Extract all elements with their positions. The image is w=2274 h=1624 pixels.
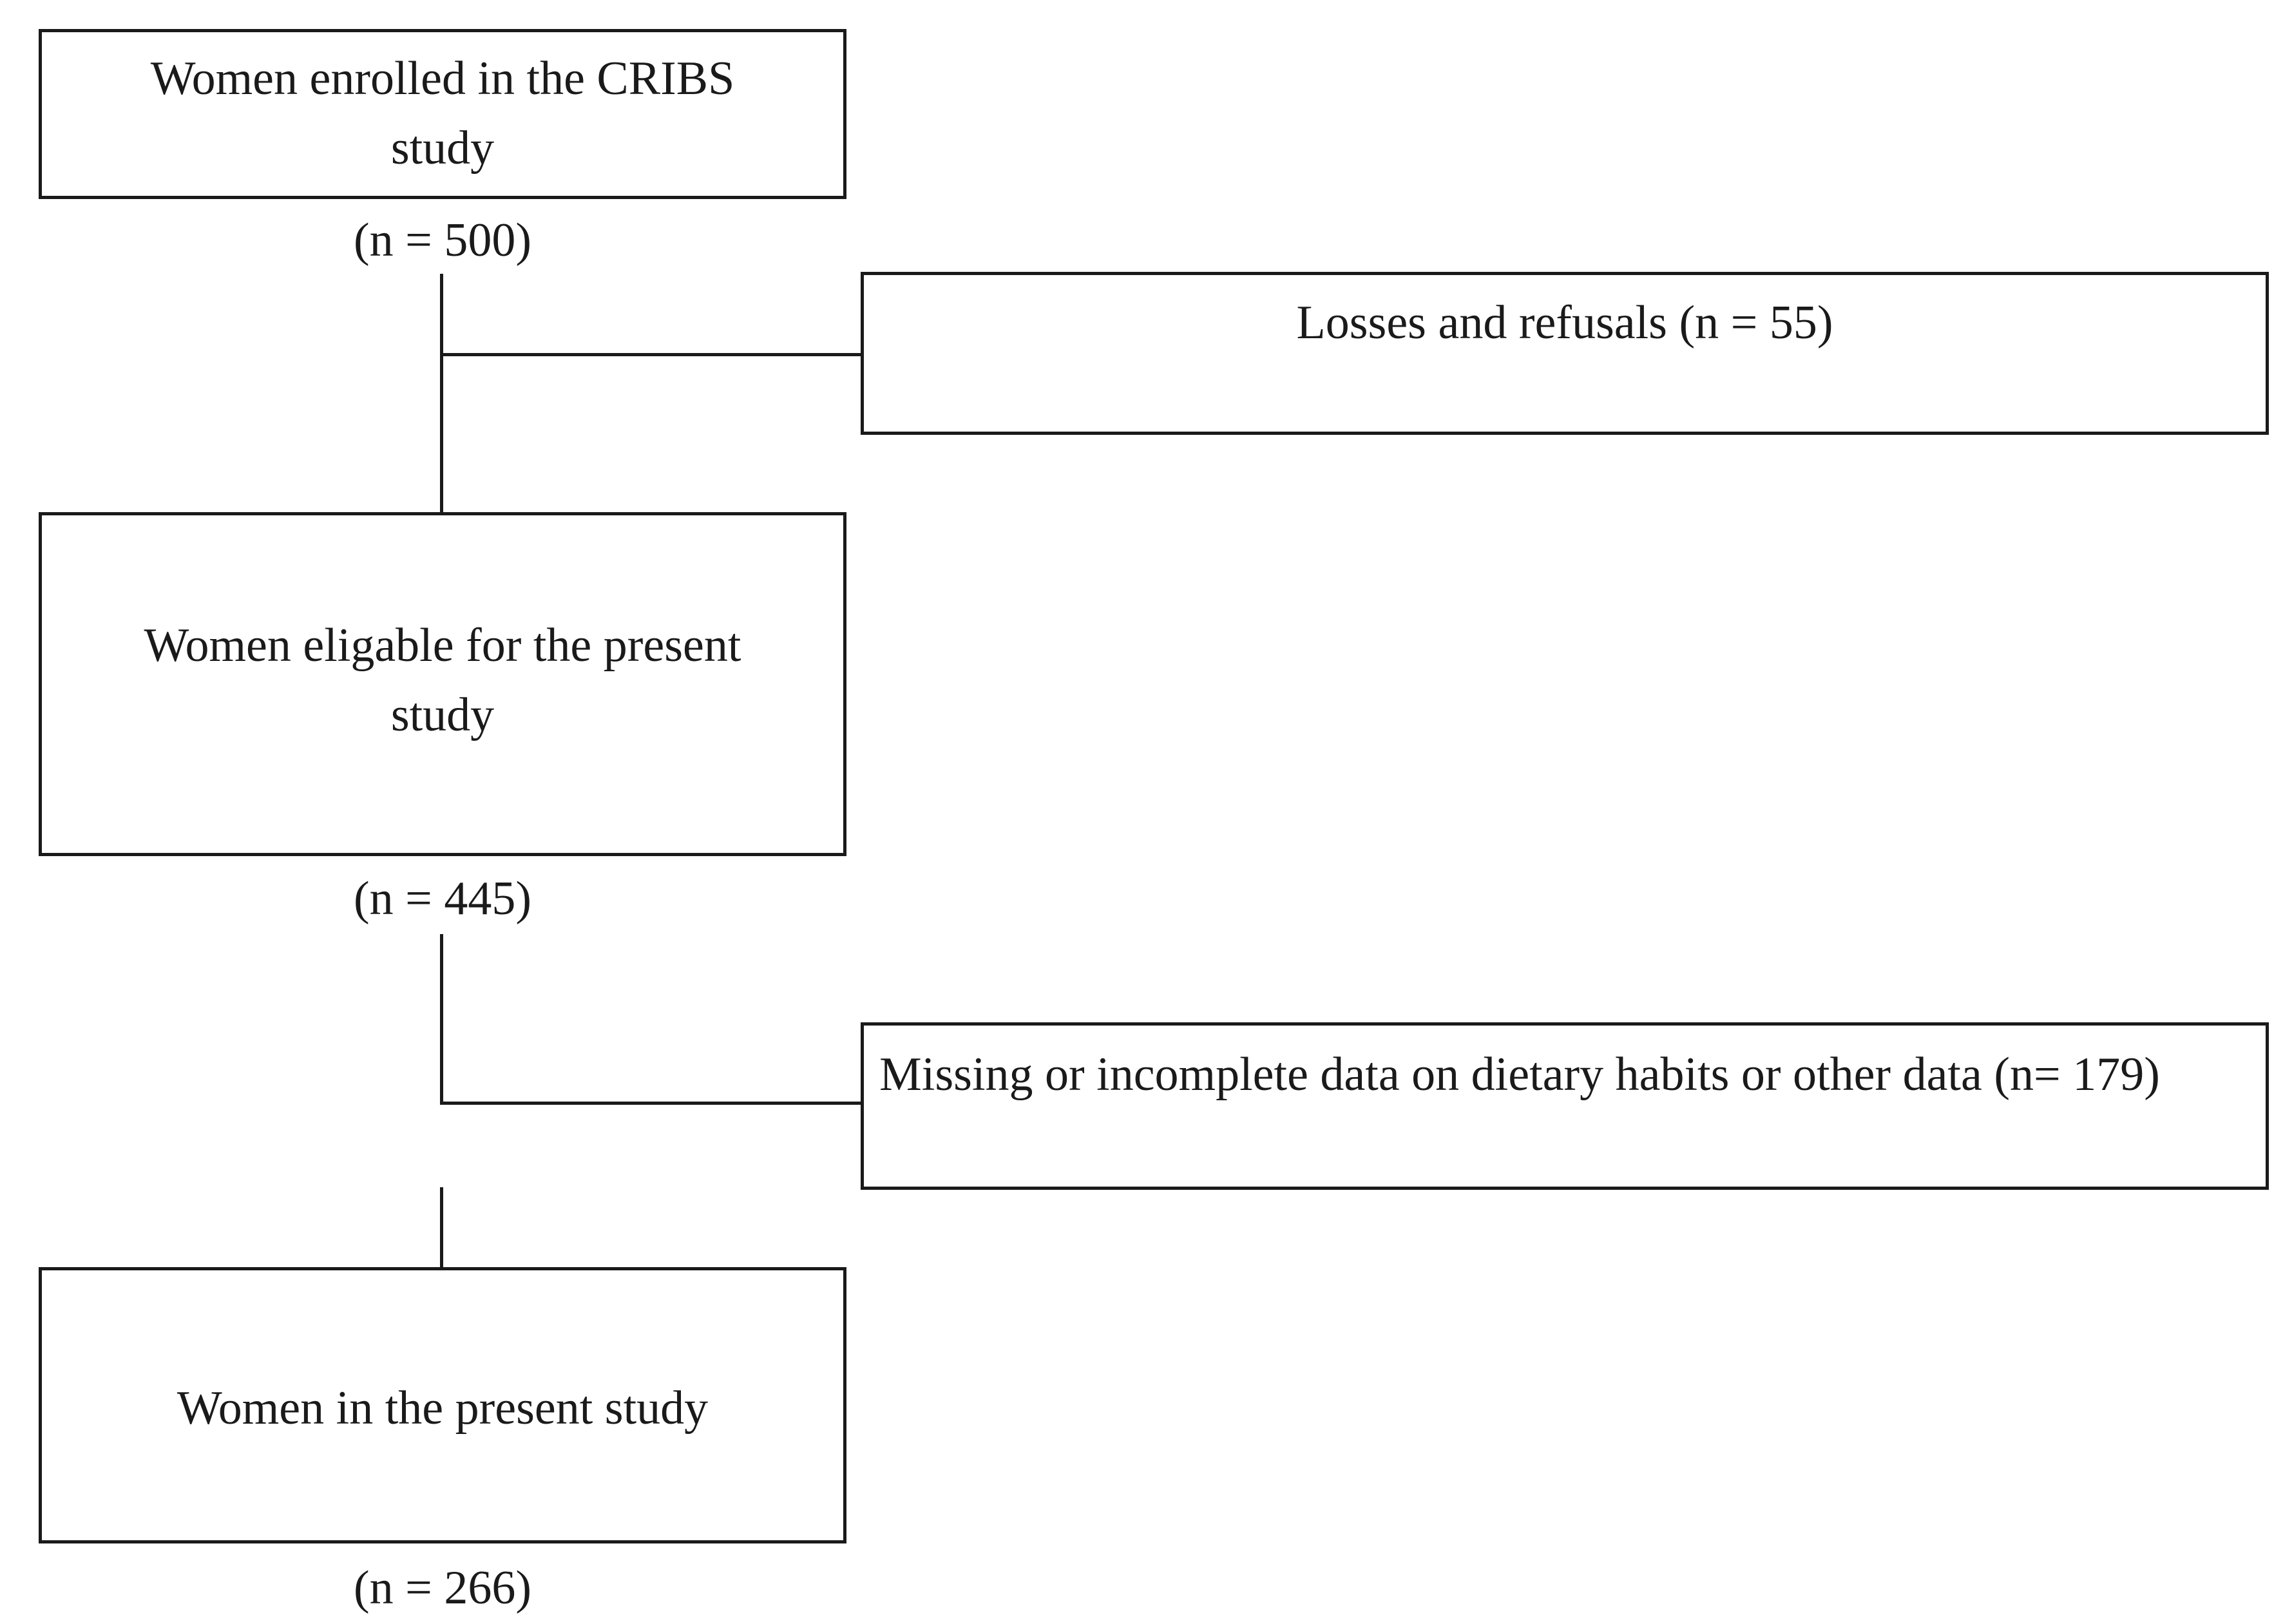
node-losses-label: Losses and refusals (n = 55) [1296,296,1833,349]
edge-enrolled-losses [440,353,864,356]
node-final-count: (n = 266) [353,1562,532,1614]
node-missing-label: Missing or incomplete data on dietary ha… [879,1048,2160,1101]
edge-eligible-missing-vertical [440,934,443,1105]
edge-enrolled-eligible [440,274,443,515]
node-eligible: Women eligable for the present study [39,512,846,856]
edge-eligible-missing [440,1102,864,1105]
node-final: Women in the present study [39,1267,846,1543]
node-enrolled: Women enrolled in the CRIBS study [39,29,846,199]
node-final-label: Women in the present study [177,1382,709,1435]
node-enrolled-label: Women enrolled in the CRIBS study [150,52,735,175]
edge-eligible-final [440,1187,443,1269]
node-eligible-count: (n = 445) [353,872,532,925]
node-eligible-label: Women eligable for the present study [144,619,741,741]
node-missing: Missing or incomplete data on dietary ha… [861,1022,2269,1190]
node-enrolled-count: (n = 500) [353,214,532,267]
node-losses: Losses and refusals (n = 55) [861,272,2269,435]
